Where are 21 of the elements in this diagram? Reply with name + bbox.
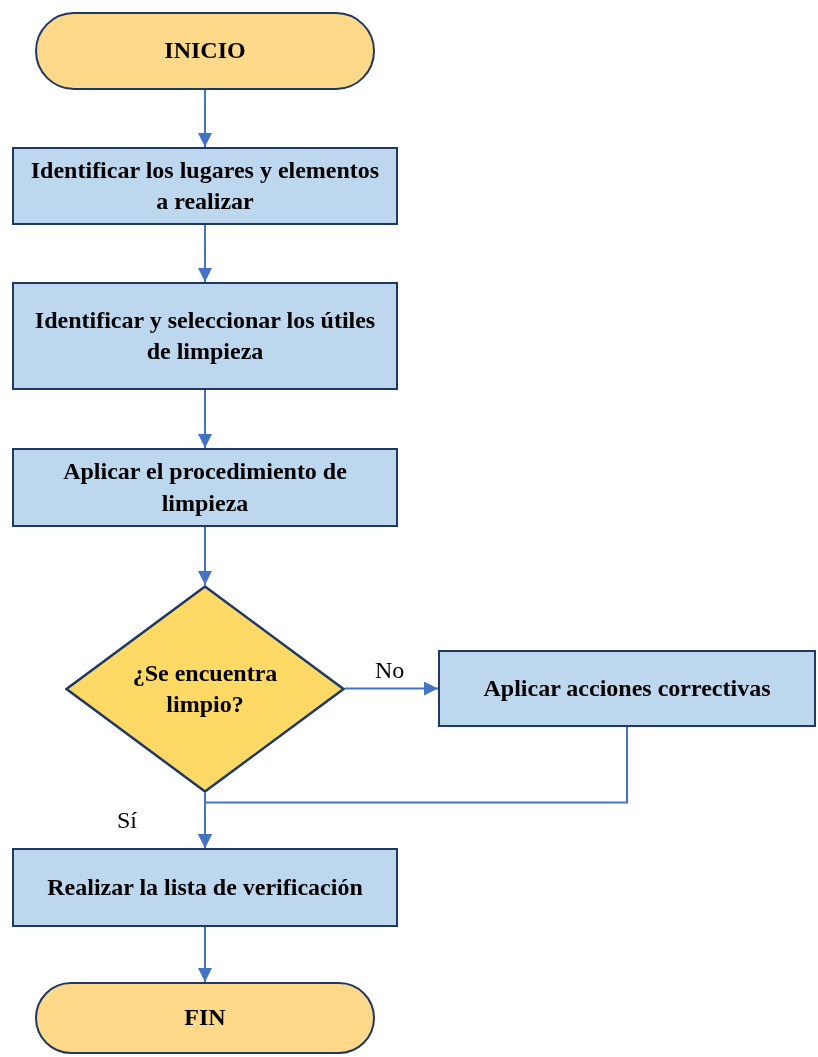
node-label: Aplicar el procedimiento de limpieza [62, 457, 348, 518]
process-box [12, 282, 398, 390]
decision-diamond [65, 585, 345, 793]
arrow [198, 526, 212, 586]
arrow [198, 224, 212, 283]
node-label: Aplicar acciones correctivas [483, 673, 771, 703]
node-label: INICIO [164, 36, 246, 66]
process-box [12, 848, 398, 927]
process-box [12, 448, 398, 527]
process-box [12, 147, 398, 225]
arrow [198, 926, 212, 983]
arrow [198, 726, 628, 849]
node-label: Identificar y seleccionar los útiles de limpieza [33, 305, 377, 366]
node-label: Identificar los lugares y elementos a realizar [30, 155, 380, 216]
arrow [344, 681, 439, 696]
arrow [198, 389, 212, 449]
node-label: ¿Se encuentra limpio? [131, 658, 279, 719]
node-label: Realizar la lista de verificación [47, 872, 363, 902]
node-label: FIN [184, 1003, 226, 1033]
process-box [438, 650, 816, 727]
arrow [198, 89, 212, 148]
